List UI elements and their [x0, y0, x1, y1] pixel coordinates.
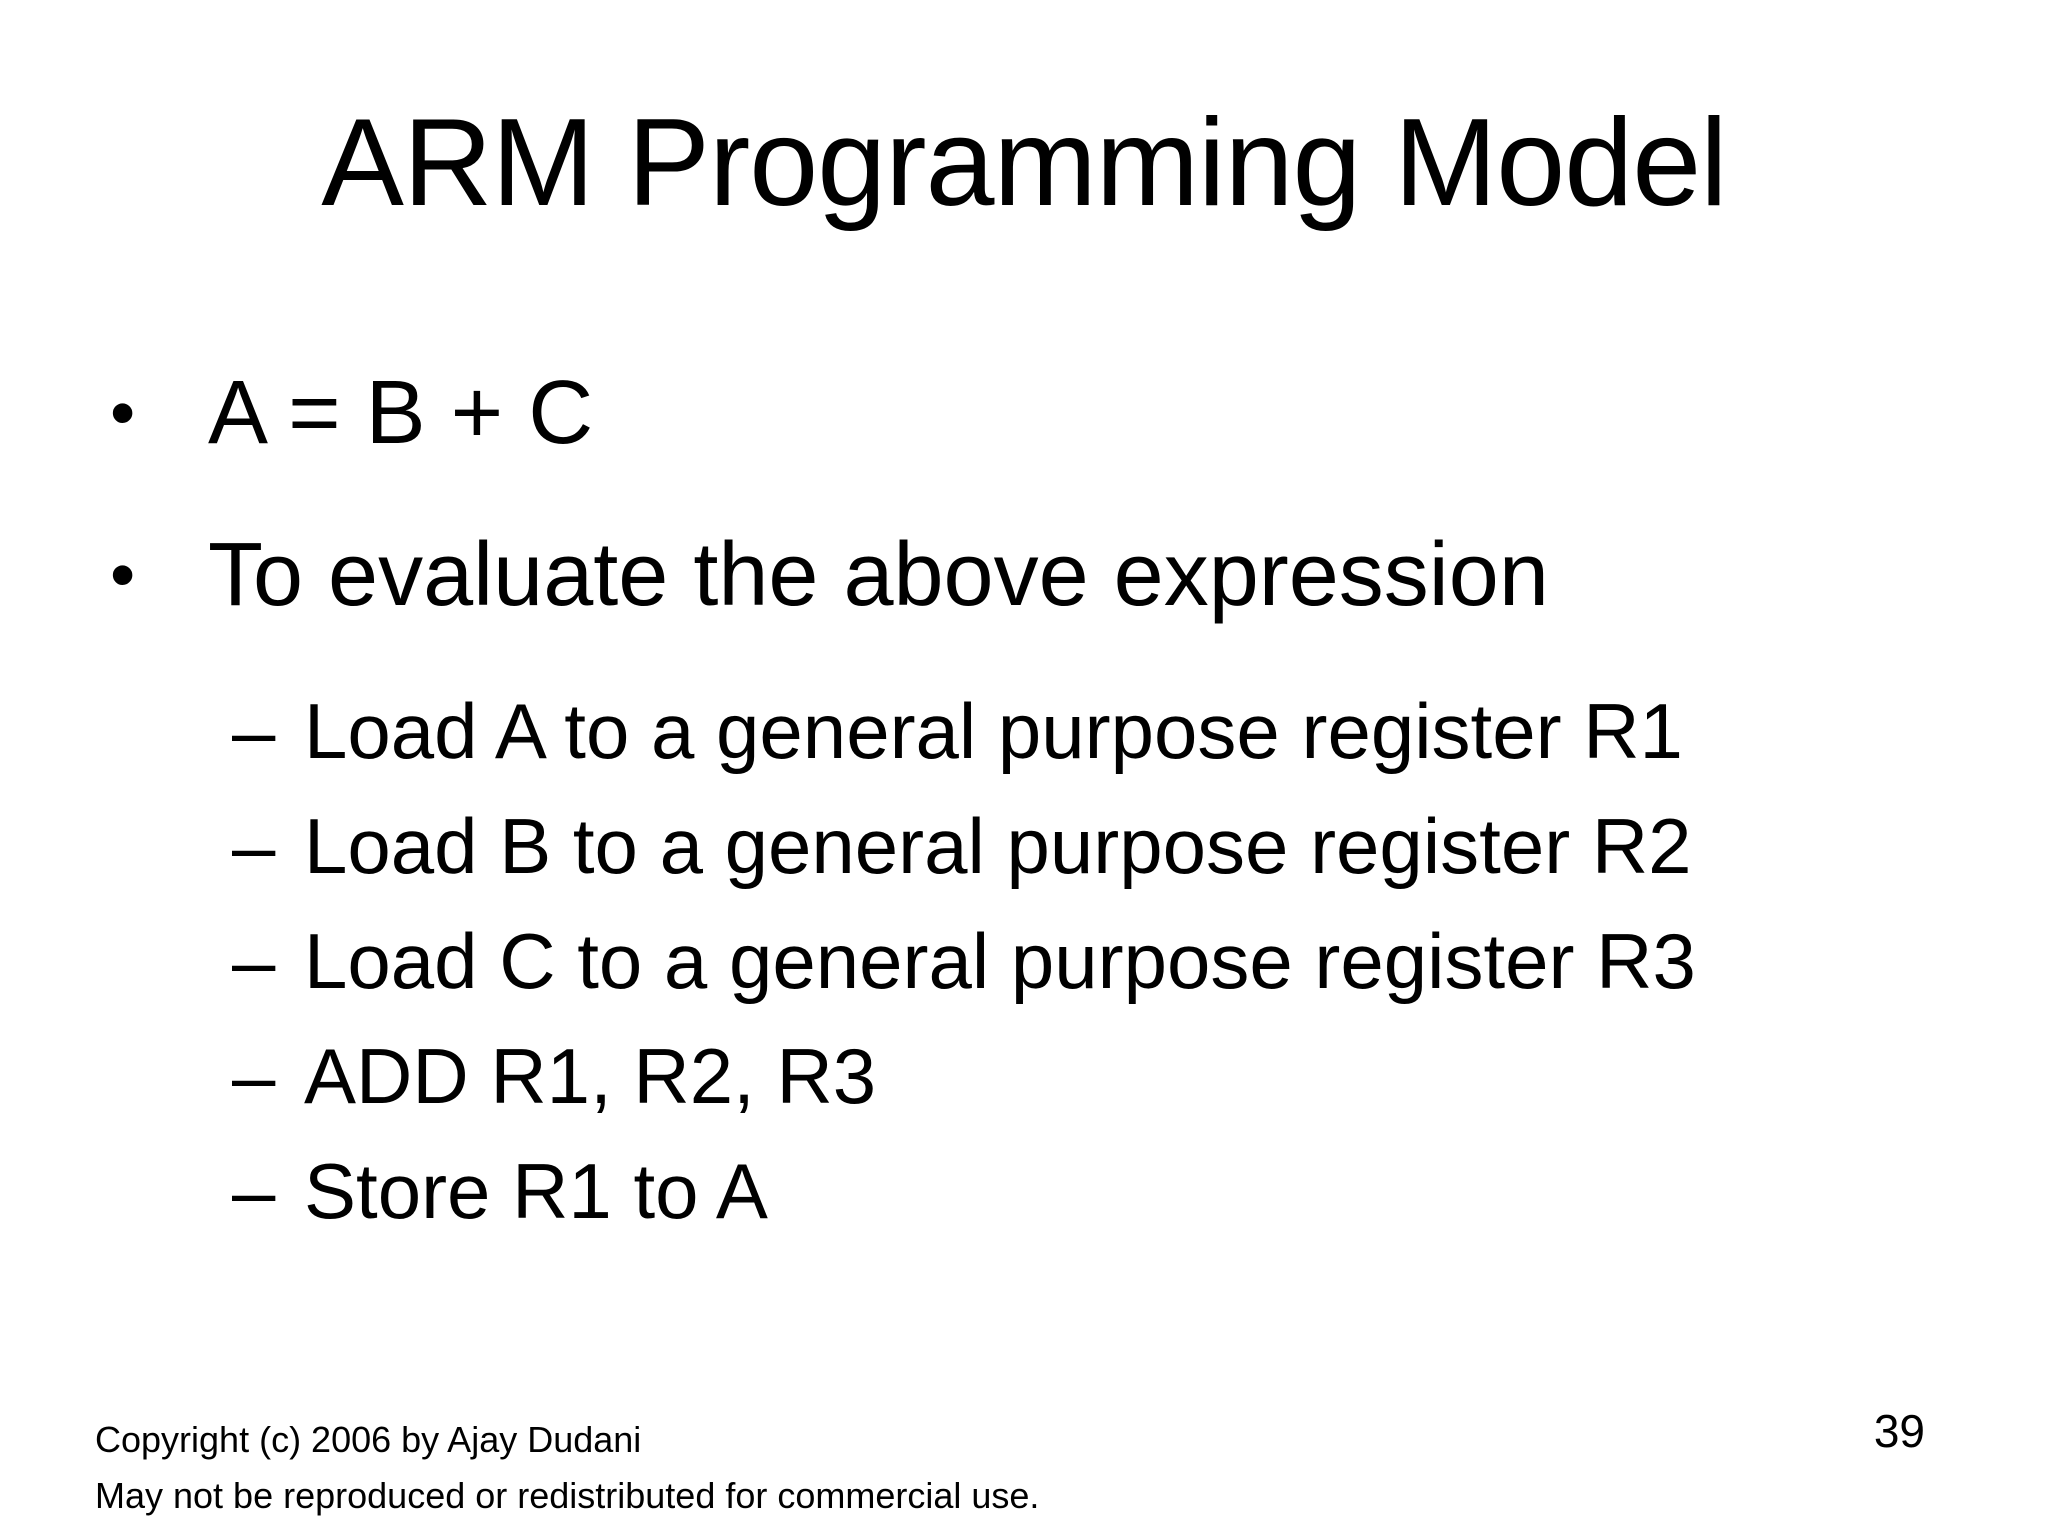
sub-bullet-item: – Store R1 to A [232, 1152, 1970, 1230]
sub-bullet-item: – Load B to a general purpose register R… [232, 807, 1970, 885]
slide-title: ARM Programming Model [321, 94, 1727, 232]
page-number: 39 [1873, 1405, 1925, 1457]
sub-bullet-item: – Load C to a general purpose register R… [232, 922, 1970, 1000]
bullet-item: • To evaluate the above expression [110, 530, 1970, 620]
sub-bullet-item: – Load A to a general purpose register R… [232, 692, 1970, 770]
bullet-dot-icon: • [110, 535, 136, 615]
bullet-text: A = B + C [208, 363, 594, 463]
dash-marker-icon: – [232, 687, 276, 775]
slide-footer: Copyright (c) 2006 by Ajay Dudani May no… [95, 1412, 1039, 1524]
sub-bullet-text: Store R1 to A [304, 1147, 768, 1235]
bullet-text: To evaluate the above expression [208, 525, 1549, 625]
dash-marker-icon: – [232, 802, 276, 890]
dash-marker-icon: – [232, 1032, 276, 1120]
sub-bullet-text: ADD R1, R2, R3 [304, 1032, 877, 1120]
sub-bullet-text: Load C to a general purpose register R3 [304, 917, 1696, 1005]
slide-body: • A = B + C • To evaluate the above expr… [110, 368, 1970, 1267]
dash-marker-icon: – [232, 1147, 276, 1235]
sub-bullet-text: Load A to a general purpose register R1 [304, 687, 1683, 775]
bullet-dot-icon: • [110, 373, 136, 453]
sub-bullet-item: – ADD R1, R2, R3 [232, 1037, 1970, 1115]
bullet-item: • A = B + C [110, 368, 1970, 458]
sub-bullet-text: Load B to a general purpose register R2 [304, 802, 1692, 890]
dash-marker-icon: – [232, 917, 276, 1005]
copyright-line-1: Copyright (c) 2006 by Ajay Dudani [95, 1419, 642, 1460]
copyright-line-2: May not be reproduced or redistributed f… [95, 1475, 1040, 1516]
